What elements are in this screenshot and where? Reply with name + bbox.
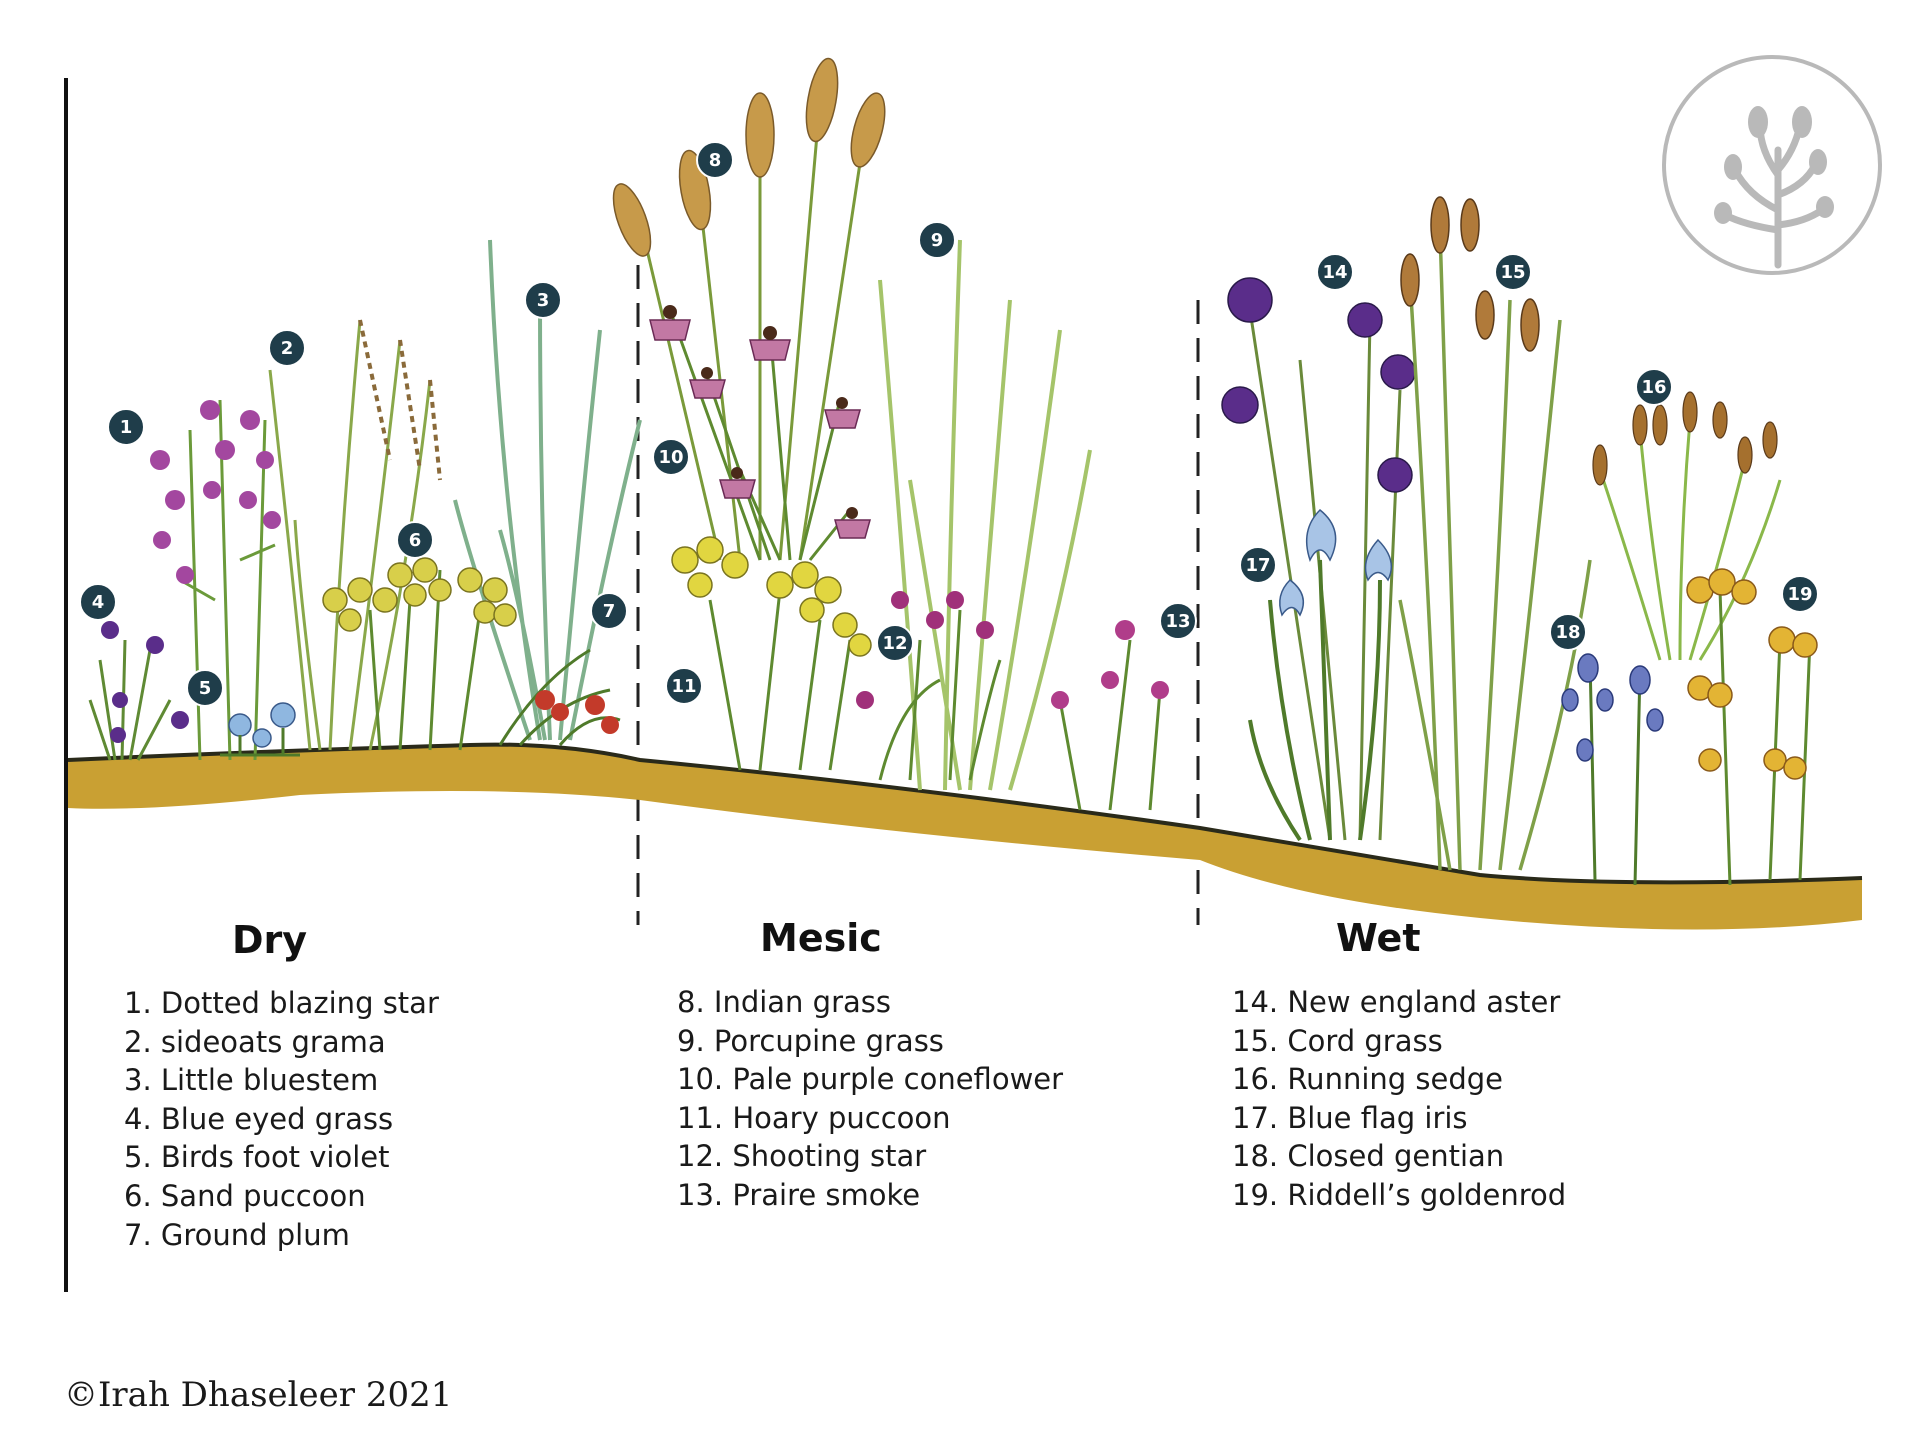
plant-marker-11: 11 bbox=[665, 667, 703, 705]
marker-badge-circle bbox=[1494, 253, 1532, 291]
marker-number: 1 bbox=[120, 417, 133, 438]
marker-badge-circle bbox=[918, 221, 956, 259]
plant-marker-4: 4 bbox=[79, 583, 117, 621]
plant-list-item: 7. Ground plum bbox=[124, 1217, 350, 1252]
marker-number: 13 bbox=[1165, 611, 1190, 632]
plant-list-item: 2. sideoats grama bbox=[124, 1024, 386, 1059]
marker-number: 5 bbox=[199, 678, 212, 699]
plant-list-wet: 14. New england aster 15. Cord grass 16.… bbox=[1232, 983, 1566, 1215]
dry-zone-plants bbox=[88, 239, 642, 761]
plant-marker-19: 19 bbox=[1781, 575, 1819, 613]
plant-list-item: 14. New england aster bbox=[1232, 985, 1561, 1019]
plant-marker-10: 10 bbox=[652, 438, 690, 476]
plant-list-item: 17. Blue flag iris bbox=[1232, 1100, 1468, 1135]
plant-list-item: 9. Porcupine grass bbox=[677, 1023, 944, 1058]
plant-marker-14: 14 bbox=[1316, 253, 1354, 291]
marker-number: 2 bbox=[281, 338, 294, 359]
plant-list-item: 12. Shooting star bbox=[677, 1139, 927, 1174]
zone-title-mesic: Mesic bbox=[760, 916, 882, 960]
plant-marker-17: 17 bbox=[1239, 546, 1277, 584]
plant-marker-16: 16 bbox=[1635, 368, 1673, 406]
marker-badge-circle bbox=[590, 592, 628, 630]
marker-badge-circle bbox=[1316, 253, 1354, 291]
plant-list-item: 18. Closed gentian bbox=[1232, 1139, 1505, 1174]
plant-list-dry: 1. Dotted blazing star 2. sideoats grama… bbox=[124, 984, 439, 1254]
plant-list-mesic: 8. Indian grass 9. Porcupine grass 10. P… bbox=[677, 983, 1063, 1215]
marker-badge-circle bbox=[1781, 575, 1819, 613]
marker-number: 3 bbox=[537, 290, 550, 311]
marker-number: 17 bbox=[1245, 555, 1270, 576]
plant-list-item: 13. Praire smoke bbox=[677, 1177, 921, 1212]
plant-marker-15: 15 bbox=[1494, 253, 1532, 291]
marker-number: 12 bbox=[882, 633, 907, 654]
marker-number: 10 bbox=[658, 447, 683, 468]
marker-number: 14 bbox=[1322, 262, 1347, 283]
plant-marker-1: 1 bbox=[107, 408, 145, 446]
plant-list-item: 4. Blue eyed grass bbox=[124, 1101, 394, 1136]
marker-number: 19 bbox=[1787, 584, 1812, 605]
plant-list-item: 3. Little bluestem bbox=[124, 1063, 379, 1098]
wet-zone-plants bbox=[1221, 196, 1818, 886]
marker-number: 18 bbox=[1555, 622, 1580, 643]
plant-list-item: 5. Birds foot violet bbox=[124, 1140, 390, 1175]
marker-badge-circle bbox=[524, 281, 562, 319]
marker-badge-circle bbox=[79, 583, 117, 621]
plant-marker-12: 12 bbox=[876, 624, 914, 662]
plant-marker-3: 3 bbox=[524, 281, 562, 319]
marker-badge-circle bbox=[1159, 602, 1197, 640]
marker-number: 9 bbox=[931, 230, 944, 251]
marker-badge-circle bbox=[696, 141, 734, 179]
marker-badge-circle bbox=[652, 438, 690, 476]
marker-badge-circle bbox=[1239, 546, 1277, 584]
marker-badge-circle bbox=[876, 624, 914, 662]
marker-number: 16 bbox=[1641, 377, 1666, 398]
logo-icon bbox=[1662, 55, 1882, 275]
marker-number: 15 bbox=[1500, 262, 1525, 283]
marker-badge-circle bbox=[665, 667, 703, 705]
plant-list-item: 19. Riddell’s goldenrod bbox=[1232, 1177, 1567, 1212]
marker-number: 7 bbox=[603, 601, 616, 622]
marker-number: 8 bbox=[709, 150, 722, 171]
plant-marker-8: 8 bbox=[696, 141, 734, 179]
plant-list-item: 8. Indian grass bbox=[677, 985, 891, 1019]
plant-list-item: 1. Dotted blazing star bbox=[124, 986, 439, 1020]
plant-marker-2: 2 bbox=[268, 329, 306, 367]
plant-list-item: 11. Hoary puccoon bbox=[677, 1100, 951, 1135]
plant-marker-6: 6 bbox=[396, 521, 434, 559]
plant-marker-18: 18 bbox=[1549, 613, 1587, 651]
plant-list-item: 16. Running sedge bbox=[1232, 1062, 1503, 1097]
zone-title-wet: Wet bbox=[1336, 916, 1421, 960]
zone-title-dry: Dry bbox=[232, 918, 308, 962]
marker-badge-circle bbox=[107, 408, 145, 446]
mesic-zone-plants bbox=[612, 57, 1169, 811]
plant-list-item: 10. Pale purple coneflower bbox=[677, 1062, 1064, 1097]
marker-badge-circle bbox=[1635, 368, 1673, 406]
marker-badge-circle bbox=[1549, 613, 1587, 651]
plant-list-item: 6. Sand puccoon bbox=[124, 1178, 366, 1213]
marker-badge-circle bbox=[186, 669, 224, 707]
marker-badge-circle bbox=[396, 521, 434, 559]
copyright-credit: ©Irah Dhaseleer 2021 bbox=[64, 1375, 453, 1415]
plant-list-item: 15. Cord grass bbox=[1232, 1023, 1443, 1058]
soil-band bbox=[68, 744, 1862, 930]
blue-eyed-grass-drawing bbox=[88, 639, 172, 761]
marker-number: 4 bbox=[92, 592, 105, 613]
plant-marker-13: 13 bbox=[1159, 602, 1197, 640]
marker-number: 11 bbox=[671, 676, 696, 697]
plant-marker-9: 9 bbox=[918, 221, 956, 259]
marker-number: 6 bbox=[409, 530, 422, 551]
plant-marker-7: 7 bbox=[590, 592, 628, 630]
plant-marker-5: 5 bbox=[186, 669, 224, 707]
marker-badge-circle bbox=[268, 329, 306, 367]
